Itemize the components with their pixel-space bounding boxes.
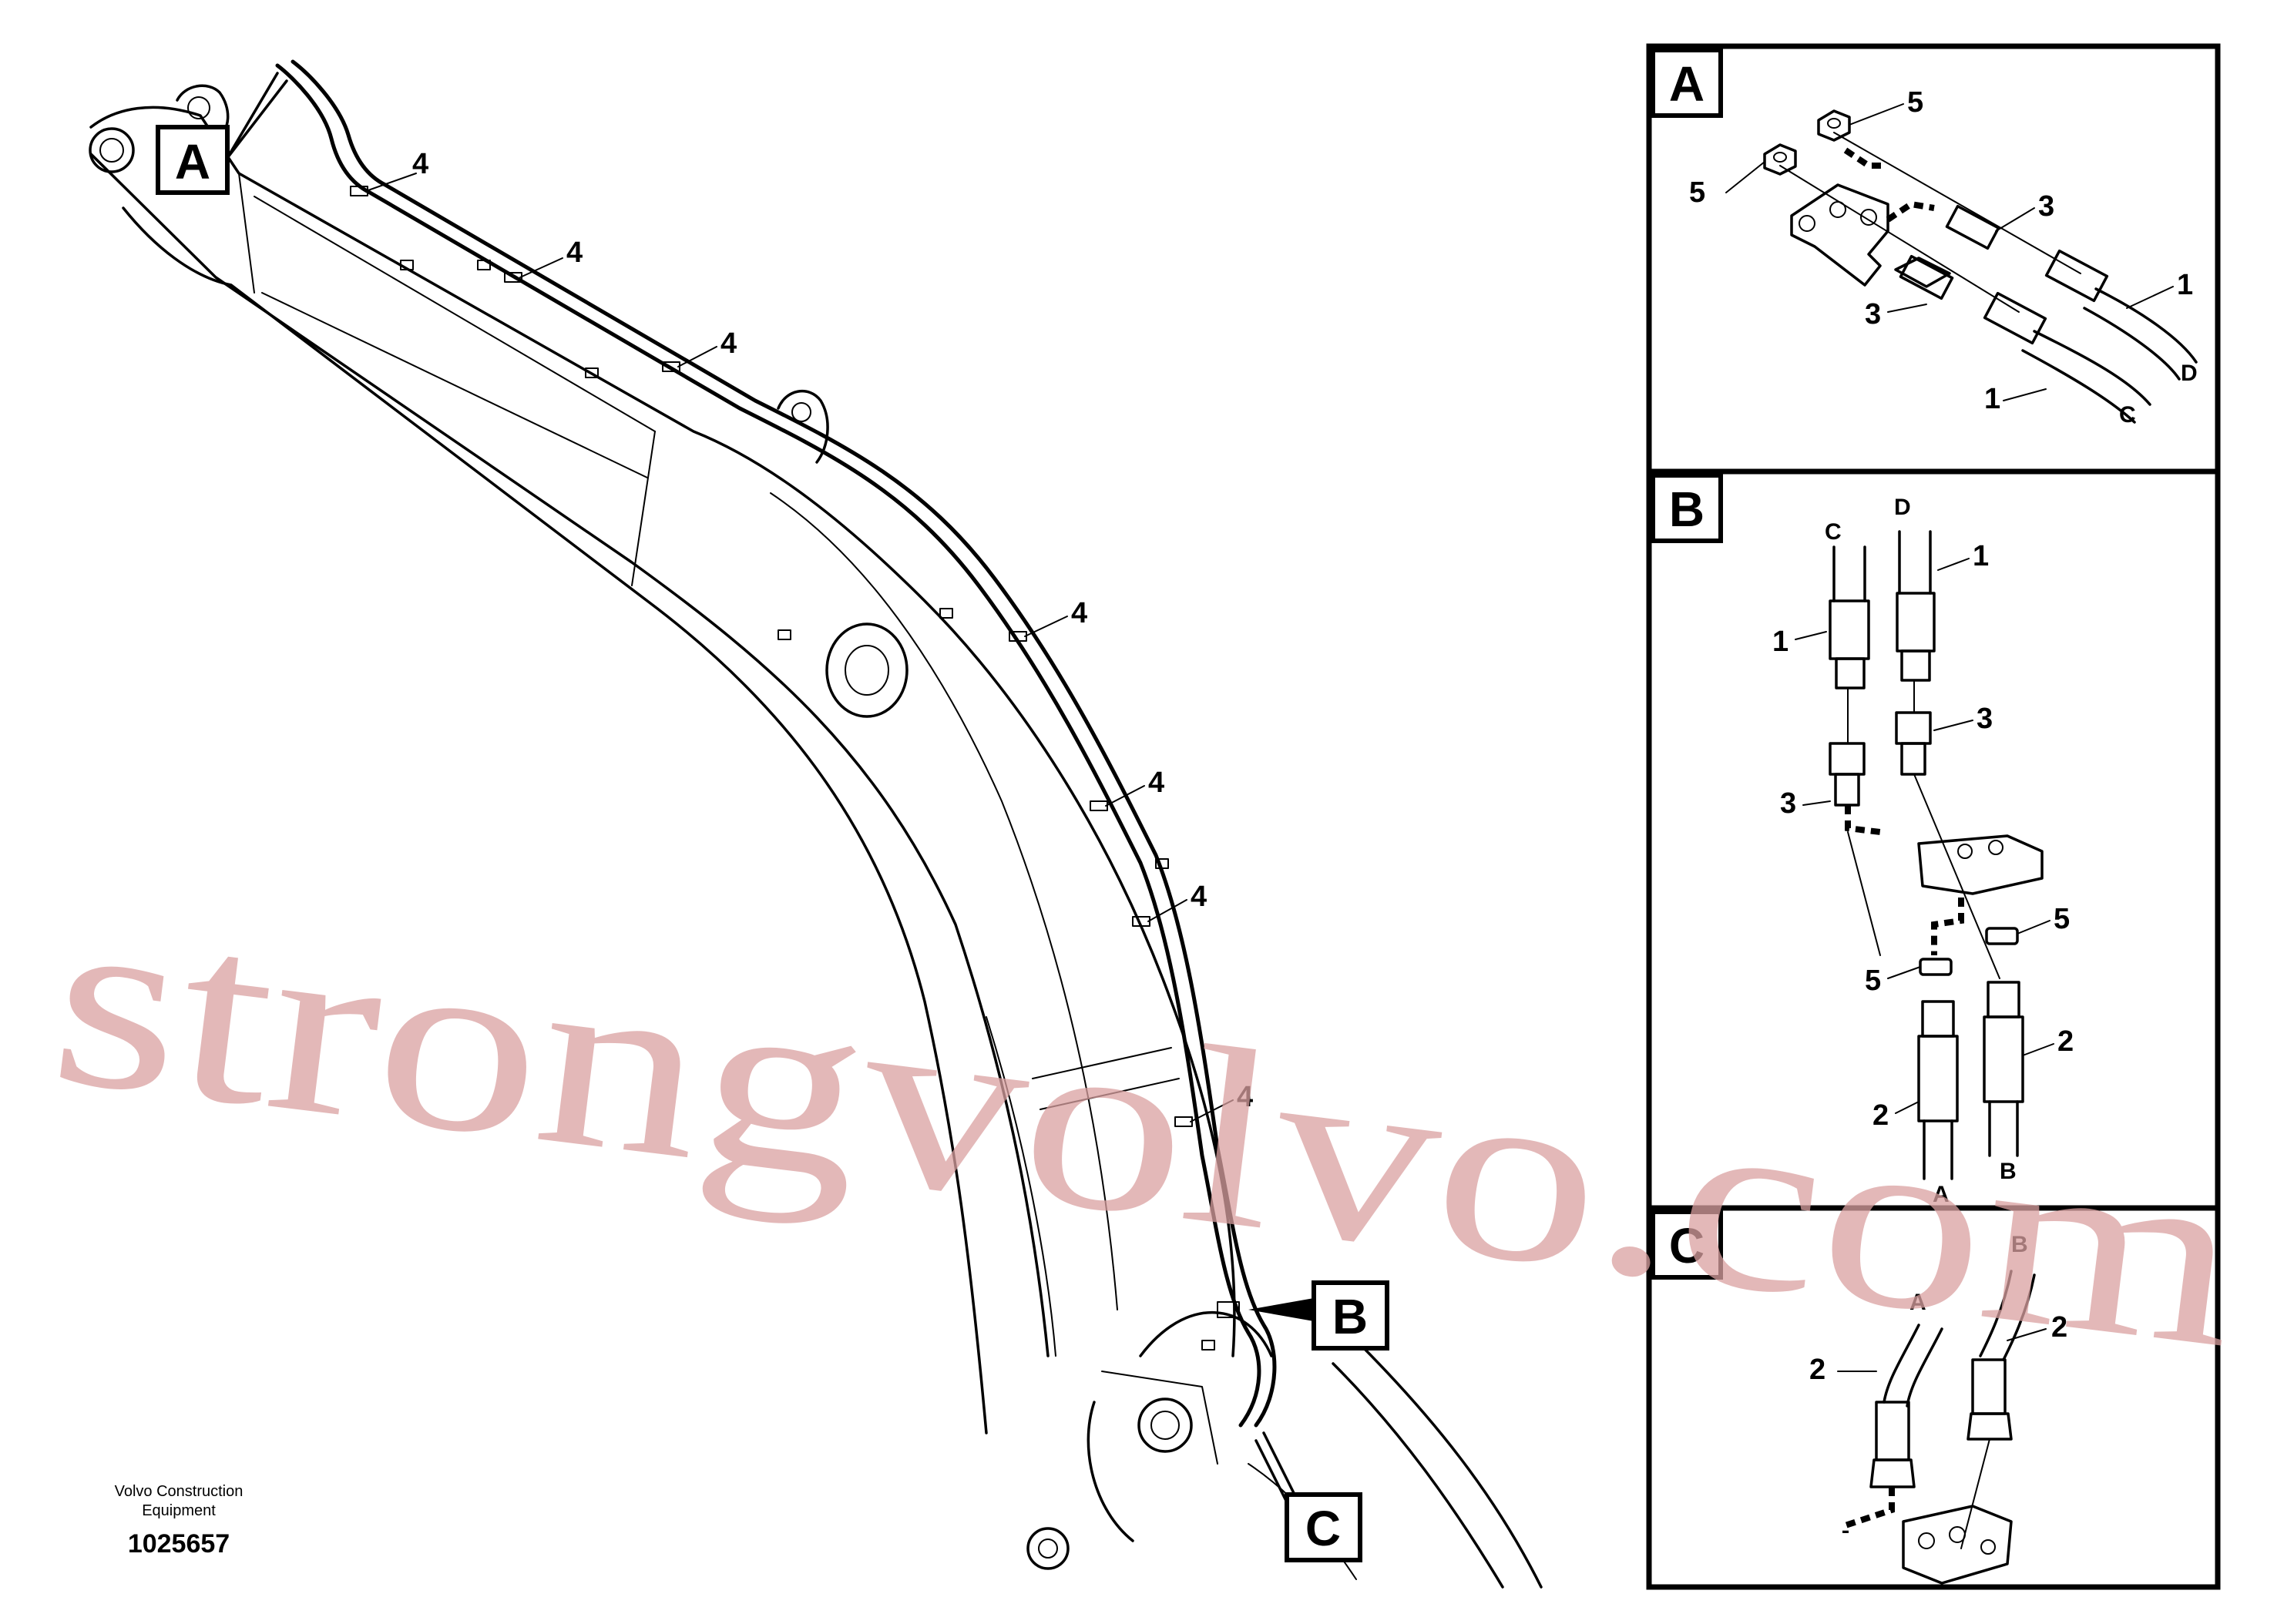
detail-A-number: 5: [1689, 176, 1705, 209]
detail-A: A 5 5 3 3: [1651, 48, 2198, 428]
detail-A-letter: D: [2181, 361, 2198, 386]
callout-C: C: [1254, 1431, 1362, 1562]
detail-B-number: 1: [1973, 540, 1989, 572]
detail-B-number: 2: [1872, 1099, 1889, 1132]
detail-A-number: 1: [1984, 383, 2000, 415]
detail-B-number: 3: [1977, 703, 1993, 735]
detail-A-number: 3: [2038, 190, 2054, 223]
callout-label-C: C: [1305, 1501, 1341, 1556]
detail-C: C 2 2 A B: [1651, 1210, 2067, 1585]
detail-A-number: 1: [2177, 269, 2193, 301]
drawing-number: 1025657: [128, 1529, 230, 1559]
clamp-labels: 4 4 4 4 4 4 4: [412, 148, 1253, 1113]
callout-label-B: B: [1332, 1289, 1368, 1344]
detail-B-title: B: [1669, 481, 1705, 537]
boom-drawing: [89, 84, 1543, 1589]
detail-B-letter: B: [2000, 1159, 2017, 1184]
detail-frame: [1646, 43, 2221, 1590]
detail-A-number: 3: [1865, 298, 1881, 331]
clamp-number: 4: [412, 148, 428, 180]
detail-A-number: 5: [1907, 86, 1923, 119]
clamp-number: 4: [720, 327, 737, 360]
clamp-number: 4: [1071, 597, 1087, 629]
detail-B-number: 1: [1772, 626, 1789, 658]
hose-routing: [275, 59, 1277, 1428]
detail-B-letter: C: [1825, 519, 1842, 545]
clamp-number: 4: [1148, 767, 1164, 799]
detail-B: B: [1651, 473, 2074, 1207]
clamp-set: [350, 186, 1240, 1318]
clamp-leaders: [365, 173, 1234, 1122]
detail-C-letter: A: [1909, 1290, 1926, 1315]
callout-A: A: [156, 72, 288, 195]
detail-B-letter: A: [1933, 1182, 1950, 1207]
detail-B-number: 2: [2057, 1025, 2074, 1058]
detail-C-letter: B: [2011, 1232, 2028, 1257]
clamp-number: 4: [1237, 1081, 1253, 1113]
detail-C-title: C: [1669, 1218, 1705, 1273]
callout-label-A: A: [175, 134, 210, 190]
detail-B-number: 5: [1865, 965, 1881, 997]
clamp-number: 4: [1191, 881, 1207, 913]
detail-C-number: 2: [2051, 1311, 2067, 1344]
company-name-line2: Equipment: [142, 1502, 216, 1519]
detail-B-number: 5: [2054, 903, 2070, 935]
detail-B-number: 3: [1780, 787, 1796, 820]
detail-A-title: A: [1669, 56, 1705, 112]
detail-A-letter: C: [2119, 402, 2136, 428]
footer-block: Volvo Construction Equipment 1025657: [115, 1483, 244, 1559]
company-name: Volvo Construction: [115, 1483, 244, 1500]
callout-B: B: [1248, 1280, 1389, 1351]
detail-C-number: 2: [1809, 1354, 1825, 1386]
detail-B-letter: D: [1894, 495, 1911, 520]
clamp-number: 4: [566, 237, 583, 269]
